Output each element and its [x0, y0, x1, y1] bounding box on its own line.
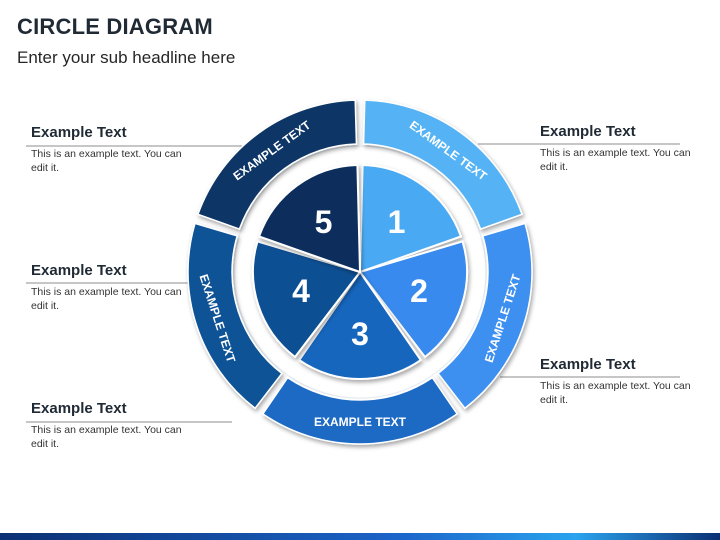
- pie-number-5: 5: [315, 204, 333, 240]
- page-title: CIRCLE DIAGRAM: [17, 14, 213, 39]
- pie-wedge-5: [257, 164, 362, 274]
- callout-heading: Example Text: [31, 262, 127, 279]
- ring-segment-1: [362, 99, 523, 231]
- pie-number-1: 1: [388, 204, 406, 240]
- leader-lines: [26, 143, 680, 423]
- ring-segment-2: [437, 222, 533, 410]
- callout-heading: Example Text: [31, 124, 127, 141]
- ring-label-3: EXAMPLE TEXT: [314, 415, 407, 429]
- callout-body: This is an example text. You can edit it…: [31, 148, 182, 174]
- callout-heading: Example Text: [540, 123, 636, 140]
- ring-segment-4: [187, 222, 283, 410]
- pie-wedge-4: [252, 240, 362, 359]
- callout-5: Example Text This is an example text. Yo…: [31, 124, 201, 175]
- callout-3: Example Text This is an example text. Yo…: [31, 400, 201, 451]
- pie-number-4: 4: [292, 273, 310, 309]
- callout-1: Example Text This is an example text. Yo…: [540, 123, 710, 174]
- pie-wedge-2: [358, 240, 468, 359]
- ring-segment-3: [261, 376, 459, 445]
- pie-wedge-3: [297, 270, 423, 380]
- bottom-accent-bar: [0, 533, 720, 540]
- callout-4: Example Text This is an example text. Yo…: [31, 262, 201, 313]
- callout-body: This is an example text. You can edit it…: [31, 286, 182, 312]
- callout-2: Example Text This is an example text. Yo…: [540, 356, 710, 407]
- callout-body: This is an example text. You can edit it…: [540, 380, 691, 406]
- pie-wedge-1: [358, 164, 463, 274]
- callout-heading: Example Text: [31, 400, 127, 417]
- pie-number-3: 3: [351, 316, 369, 352]
- page-subtitle: Enter your sub headline here: [17, 48, 236, 67]
- inner-pie: 12 3 45: [252, 164, 468, 380]
- callout-heading: Example Text: [540, 356, 636, 373]
- ring-segment-5: [197, 99, 358, 231]
- callout-body: This is an example text. You can edit it…: [31, 424, 182, 450]
- callout-body: This is an example text. You can edit it…: [540, 147, 691, 173]
- pie-number-2: 2: [410, 273, 428, 309]
